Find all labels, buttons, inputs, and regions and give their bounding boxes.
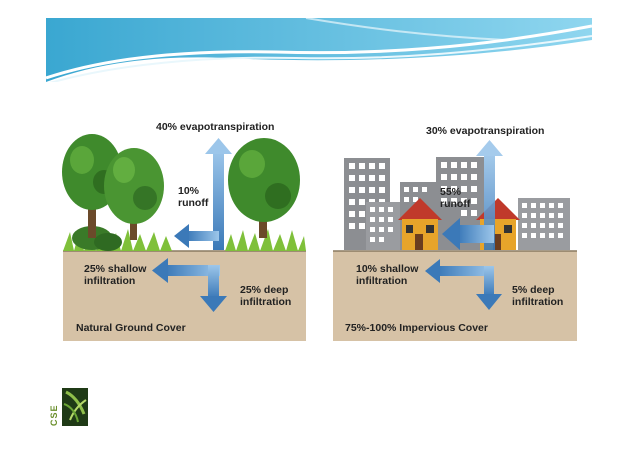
right-deep-infiltration-label: 5% deep infiltration <box>512 284 564 308</box>
left-evapotranspiration-label: 40% evapotranspiration <box>156 121 275 133</box>
left-deep-infiltration-label: 25% deep infiltration <box>240 284 292 308</box>
right-runoff-label: 55% runoff <box>440 186 471 210</box>
left-shallow-infiltration-label: 25% shallow infiltration <box>84 263 147 287</box>
right-shallow-infiltration-label: 10% shallow infiltration <box>356 263 419 287</box>
cse-logo-text: CSE <box>49 404 59 426</box>
right-cover-label: 75%-100% Impervious Cover <box>345 322 488 334</box>
header-banner <box>46 18 592 82</box>
right-evapotranspiration-label: 30% evapotranspiration <box>426 125 545 137</box>
left-cover-label: Natural Ground Cover <box>76 322 186 334</box>
left-runoff-label: 10% runoff <box>178 185 209 209</box>
